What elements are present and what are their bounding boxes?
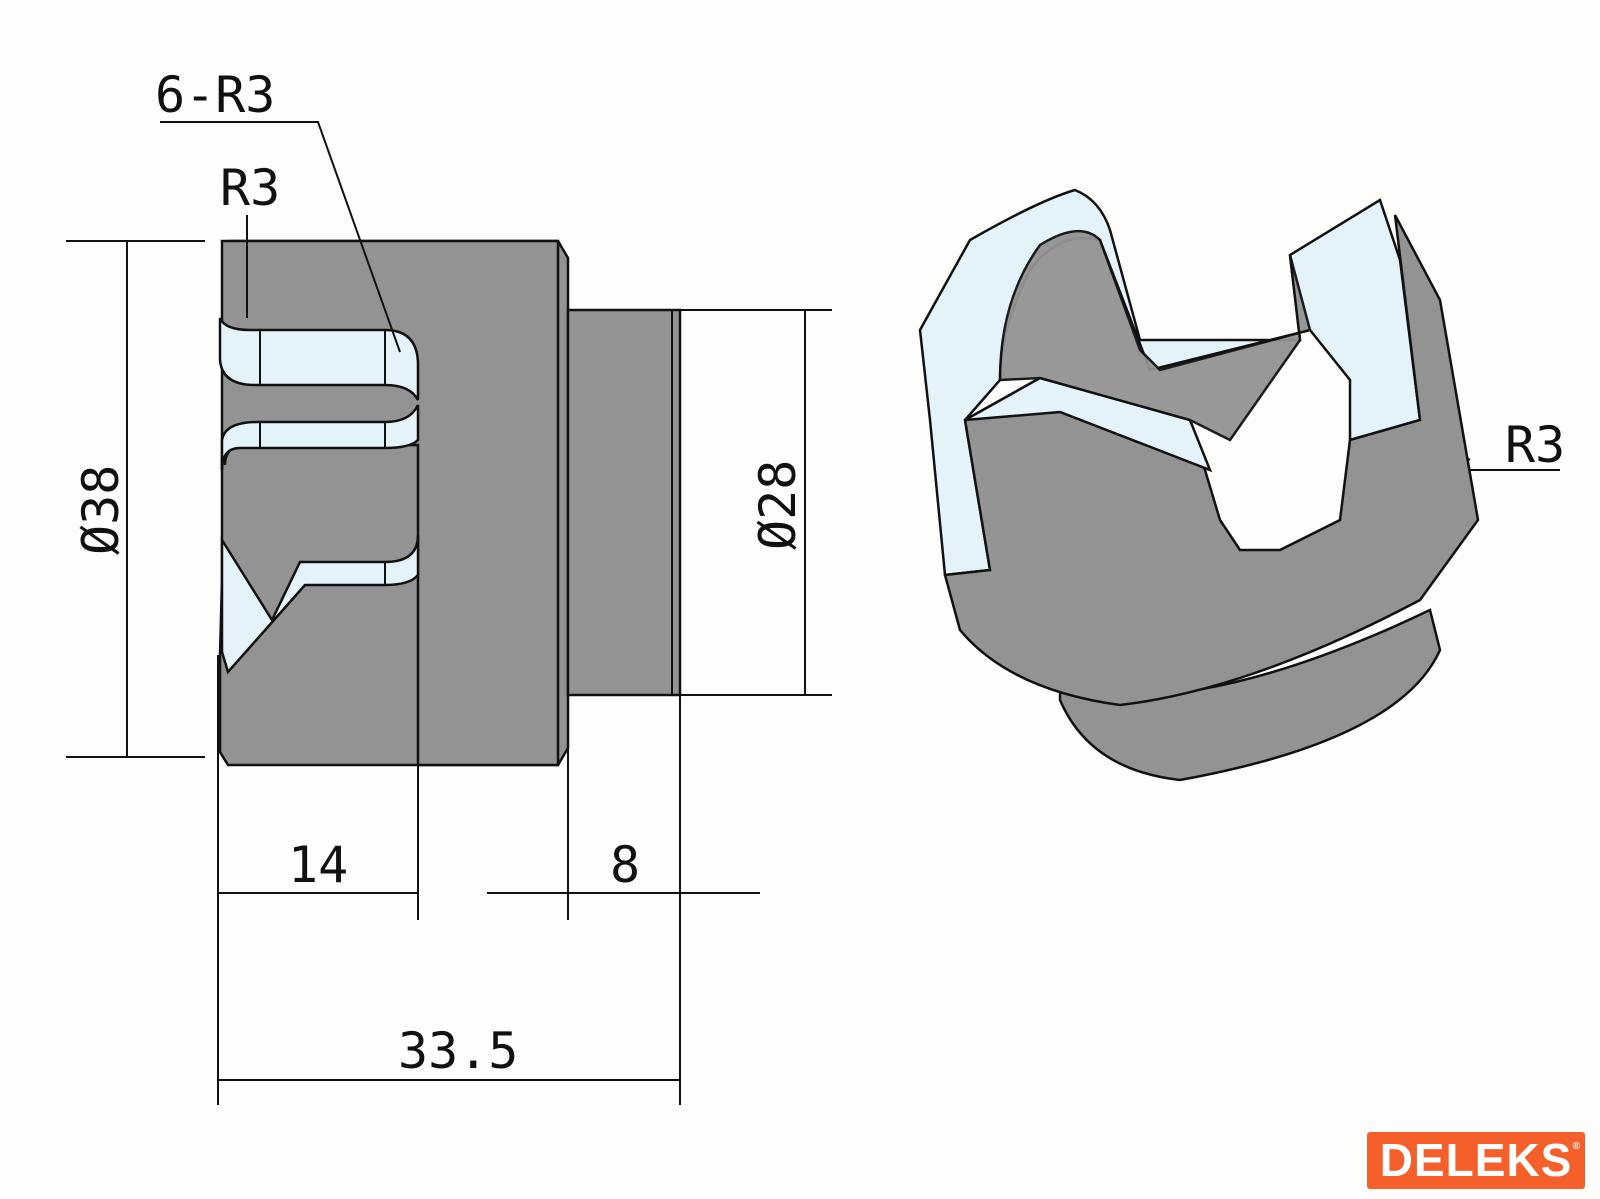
logo-text: DELEKS (1379, 1134, 1573, 1186)
label-6-r3: 6-R3 (155, 66, 275, 124)
mid-slot-face (220, 404, 420, 471)
label-r3: R3 (220, 159, 280, 217)
registered-mark: ® (1572, 1141, 1581, 1152)
iso-label-r3: R3 (1505, 416, 1565, 474)
isometric-view (918, 188, 1480, 782)
dim-spigot-diameter: Ø28 (749, 460, 807, 550)
top-slot-face (218, 317, 420, 401)
dim-spigot-length: 8 (610, 836, 640, 894)
dimensions (66, 121, 1560, 1105)
dim-slot-length: 14 (288, 836, 348, 894)
side-view (218, 239, 682, 767)
iso-body (943, 214, 1480, 707)
dim-total-length: 33.5 (398, 1022, 518, 1080)
dim-outer-diameter: Ø38 (72, 465, 130, 555)
iso-inner-face (964, 376, 1213, 473)
iso-post (998, 229, 1312, 442)
deleks-logo: DELEKS® (1367, 1132, 1585, 1189)
spigot (566, 308, 682, 697)
